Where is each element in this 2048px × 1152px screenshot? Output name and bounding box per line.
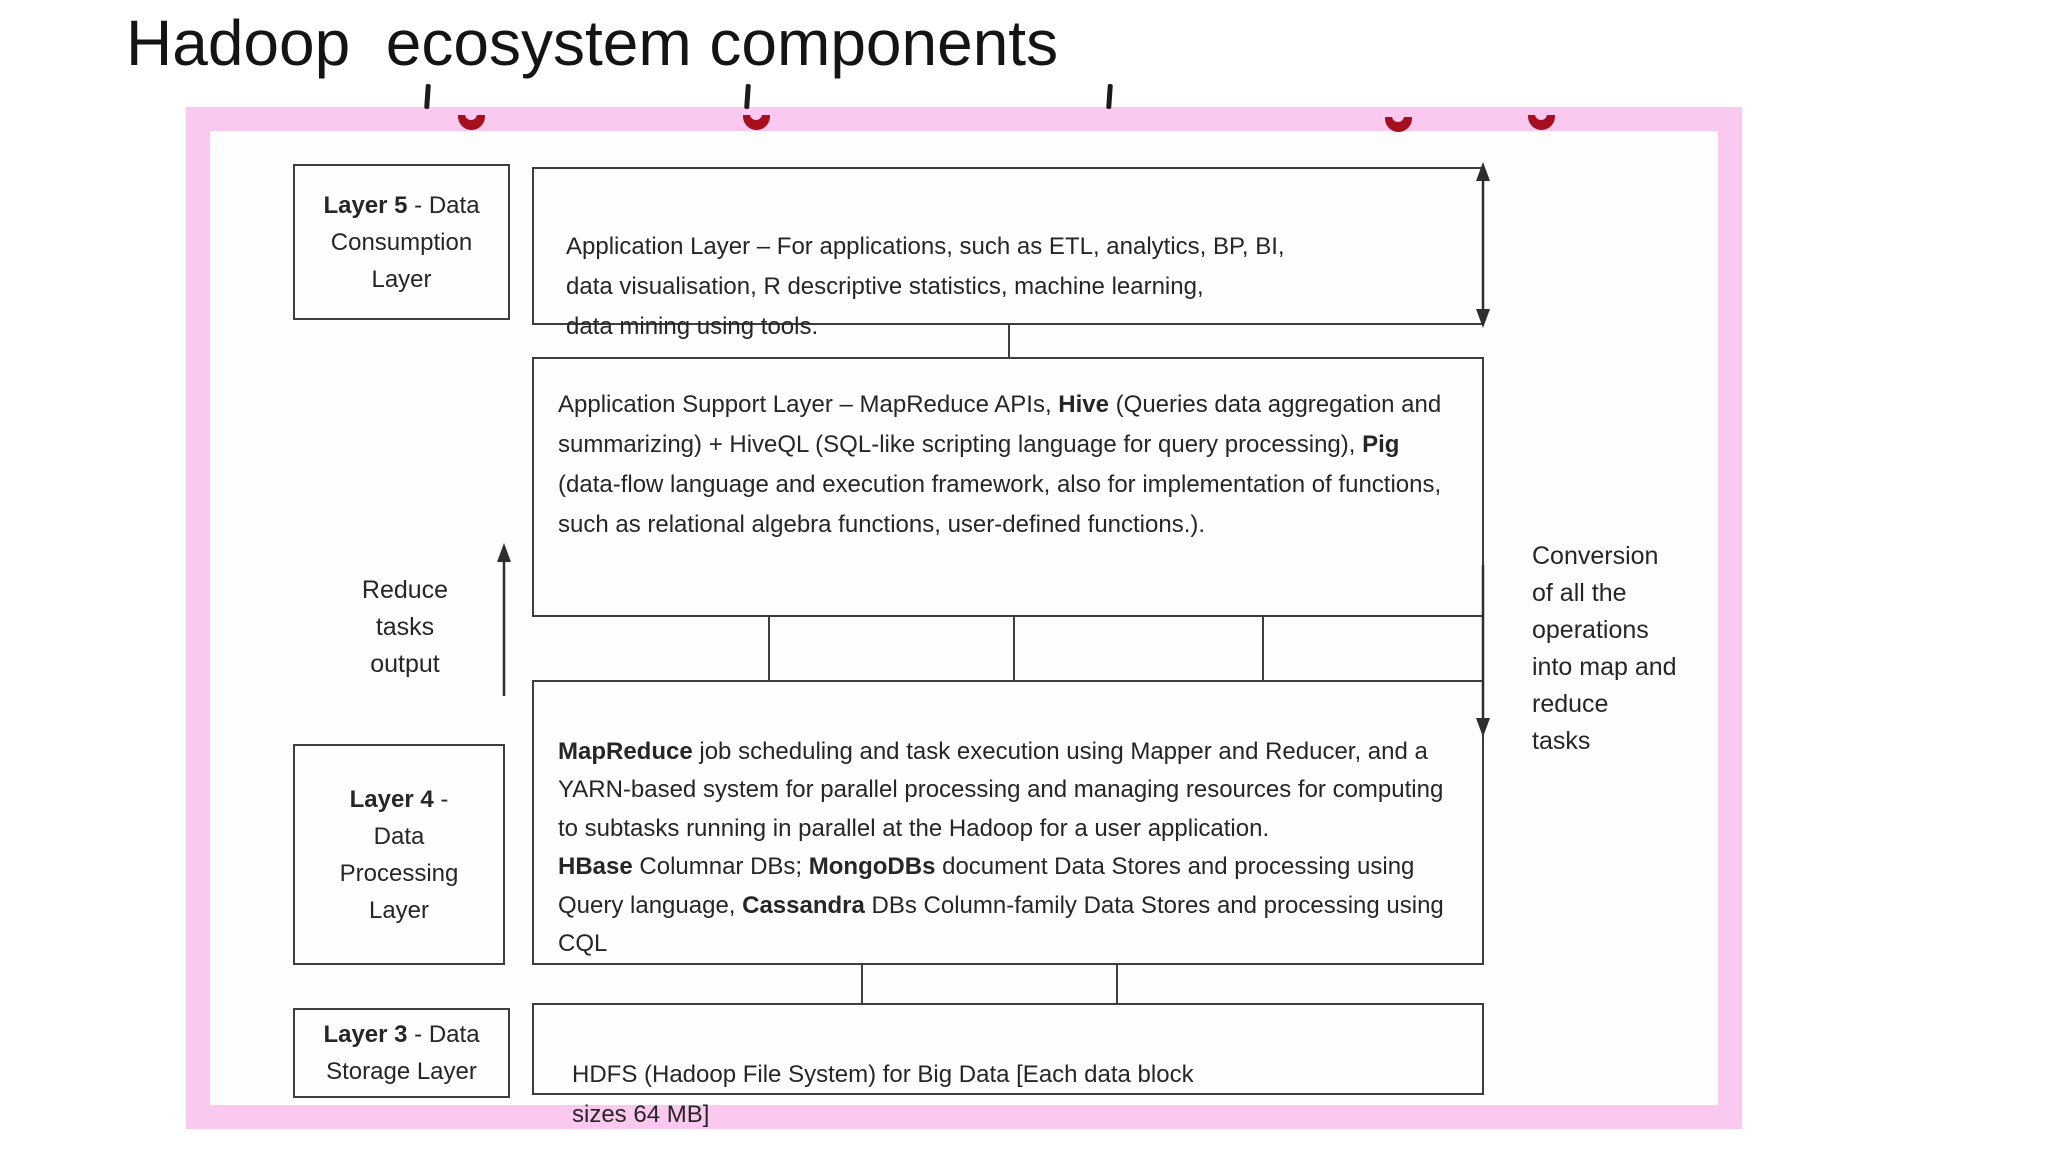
- connector-line: [1008, 325, 1010, 357]
- consumption-double-arrow: [1476, 162, 1490, 328]
- connector-line: [861, 965, 863, 1003]
- slide-title: Hadoop ecosystem components: [126, 7, 1059, 79]
- layer4-label-box: Layer 4 - Data Processing Layer: [293, 744, 505, 965]
- cropped-text-fragment: [744, 83, 751, 110]
- hdfs-storage-text: HDFS (Hadoop File System) for Big Data […: [572, 1061, 1194, 1128]
- data-processing-text: MapReduce job scheduling and task execut…: [558, 737, 1444, 958]
- application-layer-text: Application Layer – For applications, su…: [566, 233, 1285, 340]
- application-support-layer-text: Application Support Layer – MapReduce AP…: [558, 391, 1442, 538]
- layer5-label-box: Layer 5 - Data Consumption Layer: [293, 164, 510, 320]
- hdfs-storage-box: HDFS (Hadoop File System) for Big Data […: [532, 1003, 1484, 1128]
- cropped-text-fragment: [1106, 83, 1113, 110]
- connector-line: [1013, 617, 1015, 680]
- reduce-tasks-up-arrow: [497, 543, 511, 696]
- reduce-tasks-output-label: Reduce tasks output: [361, 576, 449, 678]
- data-processing-box: MapReduce job scheduling and task execut…: [532, 680, 1484, 965]
- layer5-label: Layer 5 - Data Consumption Layer: [323, 191, 480, 293]
- cropped-red-text-fragment: [458, 111, 485, 130]
- cropped-red-text-fragment: [743, 111, 770, 130]
- layer3-label: Layer 3 - Data Storage Layer: [323, 1021, 480, 1085]
- connector-line: [768, 617, 770, 680]
- conversion-label: Conversion of all the operations into ma…: [1532, 542, 1677, 755]
- layer4-label: Layer 4 - Data Processing Layer: [339, 785, 459, 924]
- connector-line: [1116, 965, 1118, 1003]
- connector-line: [1262, 617, 1264, 680]
- cropped-red-text-fragment: [1528, 111, 1555, 130]
- conversion-down-arrow: [1476, 565, 1490, 737]
- cropped-red-text-fragment: [1385, 113, 1412, 132]
- application-layer-box: Application Layer – For applications, su…: [532, 167, 1484, 340]
- layer3-label-box: Layer 3 - Data Storage Layer: [293, 1008, 510, 1098]
- cropped-text-fragment: [424, 83, 431, 110]
- application-support-layer-box: Application Support Layer – MapReduce AP…: [532, 357, 1484, 617]
